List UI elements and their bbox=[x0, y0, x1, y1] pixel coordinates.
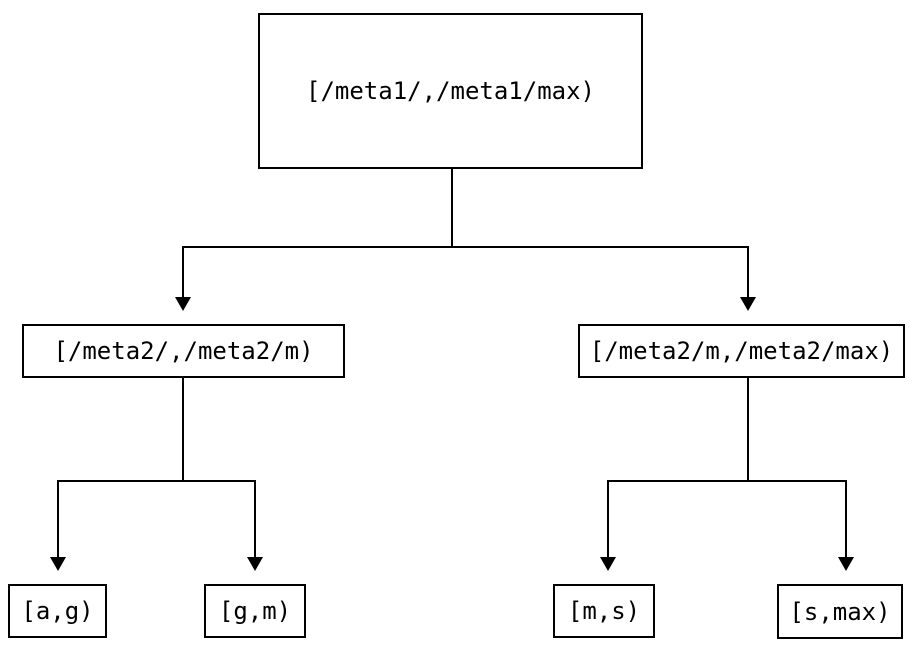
tree-leaf-m-s: [m,s) bbox=[553, 584, 655, 638]
tree-node-meta2-right-label: [/meta2/m,/meta2/max) bbox=[589, 337, 894, 365]
tree-leaf-m-s-label: [m,s) bbox=[567, 597, 641, 625]
tree-leaf-g-m-label: [g,m) bbox=[218, 597, 292, 625]
tree-node-meta2-left-label: [/meta2/,/meta2/m) bbox=[53, 337, 314, 365]
arrowhead-down-icon bbox=[740, 297, 756, 311]
tree-leaf-s-max: [s,max) bbox=[777, 584, 903, 639]
arrowhead-down-icon bbox=[600, 557, 616, 571]
tree-leaf-s-max-label: [s,max) bbox=[789, 597, 891, 626]
tree-node-root: [/meta1/,/meta1/max) bbox=[258, 13, 643, 169]
arrowhead-down-icon bbox=[838, 557, 854, 571]
tree-node-meta2-left: [/meta2/,/meta2/m) bbox=[22, 324, 345, 378]
tree-leaf-a-g: [a,g) bbox=[8, 584, 107, 638]
arrowhead-down-icon bbox=[247, 557, 263, 571]
arrowhead-down-icon bbox=[175, 297, 191, 311]
tree-leaf-a-g-label: [a,g) bbox=[21, 597, 94, 625]
tree-node-root-label: [/meta1/,/meta1/max) bbox=[306, 77, 595, 105]
tree-leaf-g-m: [g,m) bbox=[204, 584, 306, 638]
arrowhead-down-icon bbox=[50, 557, 66, 571]
tree-node-meta2-right: [/meta2/m,/meta2/max) bbox=[578, 324, 905, 378]
